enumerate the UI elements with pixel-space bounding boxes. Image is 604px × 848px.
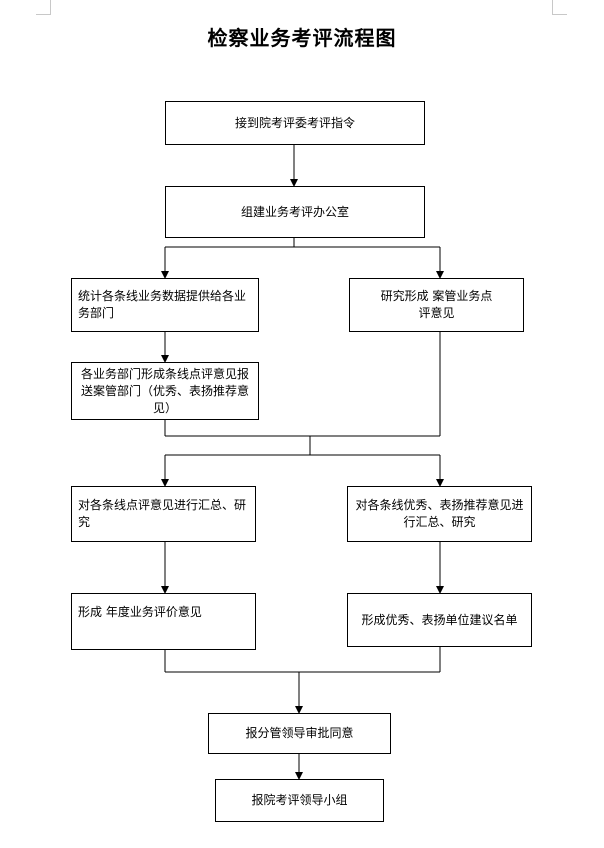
- diagram-title: 检察业务考评流程图: [207, 26, 397, 50]
- node-department-opinions: 各业务部门形成条线点评意见报送案管部门（优秀、表扬推荐意见）: [71, 362, 259, 420]
- node-statistics: 统计各条线业务数据提供给各业务部门: [71, 278, 259, 332]
- node-leader-approval: 报分管领导审批同意: [208, 713, 391, 754]
- node-summarize-reviews: 对各条线点评意见进行汇总、研究: [71, 486, 256, 542]
- node-excellent-units-list: 形成优秀、表扬单位建议名单: [347, 593, 532, 647]
- node-case-management-review: 研究形成 案管业务点评意见: [349, 278, 524, 332]
- node-receive-order: 接到院考评委考评指令: [165, 101, 425, 145]
- node-annual-evaluation: 形成 年度业务评价意见: [71, 593, 256, 650]
- node-form-office: 组建业务考评办公室: [165, 186, 425, 238]
- crop-mark-top-right: [552, 0, 567, 15]
- node-summarize-recommendations: 对各条线优秀、表扬推荐意见进行汇总、研究: [347, 486, 532, 542]
- node-report-to-leading-group: 报院考评领导小组: [215, 779, 384, 822]
- crop-mark-top-left: [36, 0, 51, 15]
